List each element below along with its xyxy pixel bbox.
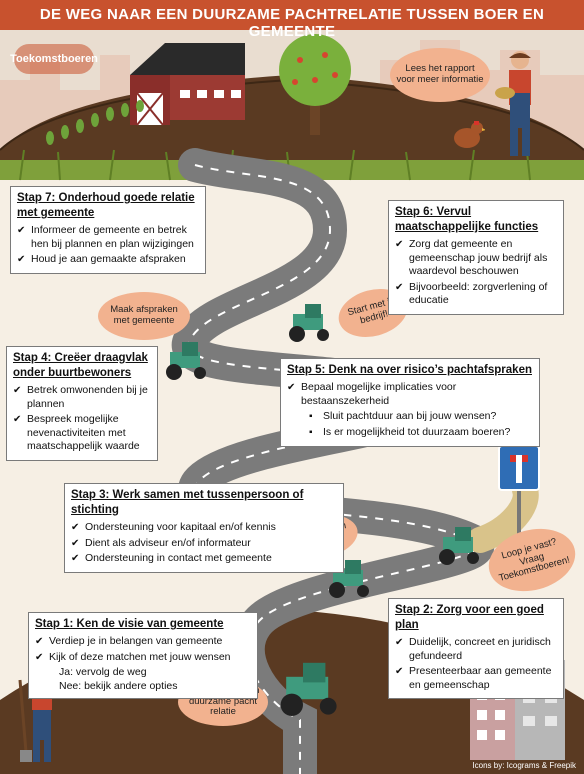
- step-5-title: Stap 5: Denk na over risico’s pachtafspr…: [287, 364, 532, 376]
- step-6-card: Stap 6: Vervul maatschappelijke functies…: [388, 200, 564, 316]
- step-3-title: Stap 3: Werk samen met tussenpersoon of …: [71, 489, 304, 516]
- step-3-item: Dient als adviseur en/of informateur: [71, 537, 337, 551]
- step-5-subitem: Is er mogelijkheid tot duurzaam boeren?: [309, 426, 533, 440]
- apple-tree-icon: [279, 34, 351, 135]
- step-4-title: Stap 4: Creëer draagvlak onder buurtbewo…: [13, 352, 148, 379]
- tractor-icon: [166, 342, 206, 380]
- step-5-item: Bepaal mogelijke implicaties voor bestaa…: [287, 381, 533, 408]
- tractor-icon: [439, 527, 479, 565]
- step-5-subitem: Sluit pachtduur aan bij jouw wensen?: [309, 410, 533, 424]
- logo: Toekomstboeren: [10, 44, 98, 74]
- step-4-item: Bespreek mogelijke nevenactiviteiten met…: [13, 413, 151, 454]
- step-2-item: Presenteerbaar aan gemeente en gemeensch…: [395, 665, 557, 692]
- farmer-icon: [495, 51, 531, 156]
- chicken-icon: [454, 121, 485, 148]
- step-6-item: Zorg dat gemeente en gemeenschap jouw be…: [395, 238, 557, 279]
- step-7-item: Houd je aan gemaakte afspraken: [17, 253, 199, 267]
- step-3-item: Ondersteuning in contact met gemeente: [71, 552, 337, 566]
- step-4-item: Betrek omwonenden bij je plannen: [13, 384, 151, 411]
- step-7-item: Informeer de gemeente en betrek hen bij …: [17, 224, 199, 251]
- step-2-card: Stap 2: Zorg voor een goed plan Duidelij…: [388, 598, 564, 700]
- step-2-item: Duidelijk, concreet en juridisch gefunde…: [395, 636, 557, 663]
- title-bar: [0, 0, 584, 30]
- page-title: DE WEG NAAR EEN DUURZAME PACHTRELATIE TU…: [39, 6, 545, 40]
- dead-end-sign-icon: [498, 445, 540, 535]
- step-1-option: Nee: bekijk andere opties: [59, 679, 178, 692]
- icon-credit: Icons by: Icograms & Freepik: [472, 761, 576, 770]
- tractor-icon: [280, 662, 337, 716]
- barn-icon: [130, 43, 245, 126]
- tractor-icon: [329, 560, 369, 598]
- step-7-card: Stap 7: Onderhoud goede relatie met geme…: [10, 186, 206, 274]
- step-2-title: Stap 2: Zorg voor een goed plan: [395, 604, 544, 631]
- step-6-title: Stap 6: Vervul maatschappelijke functies: [395, 206, 539, 233]
- step-1-title: Stap 1: Ken de visie van gemeente: [35, 618, 224, 630]
- step-7-title: Stap 7: Onderhoud goede relatie met geme…: [17, 192, 195, 219]
- step-6-item: Bijvoorbeeld: zorgverlening of educatie: [395, 281, 557, 308]
- step-3-item: Ondersteuning voor kapitaal en/of kennis: [71, 521, 337, 535]
- step-1-item: Verdiep je in belangen van gemeente: [35, 635, 251, 649]
- tractor-icon: [289, 304, 329, 342]
- logo-text: Toekomstboeren: [10, 53, 98, 65]
- step-1-card: Stap 1: Ken de visie van gemeente Verdie…: [28, 612, 258, 699]
- speech-bubble-rapport[interactable]: Lees het rapport voor meer informatie: [390, 48, 490, 102]
- crops-icon: [46, 100, 144, 145]
- step-5-card: Stap 5: Denk na over risico’s pachtafspr…: [280, 358, 540, 447]
- step-4-card: Stap 4: Creëer draagvlak onder buurtbewo…: [6, 346, 158, 462]
- speech-bubble-afspraken: Maak afspraken met gemeente: [98, 292, 190, 340]
- step-3-card: Stap 3: Werk samen met tussenpersoon of …: [64, 483, 344, 573]
- step-1-item: Kijk of deze matchen met jouw wensen: [35, 651, 251, 665]
- step-1-option: Ja: vervolg de weg: [59, 666, 147, 679]
